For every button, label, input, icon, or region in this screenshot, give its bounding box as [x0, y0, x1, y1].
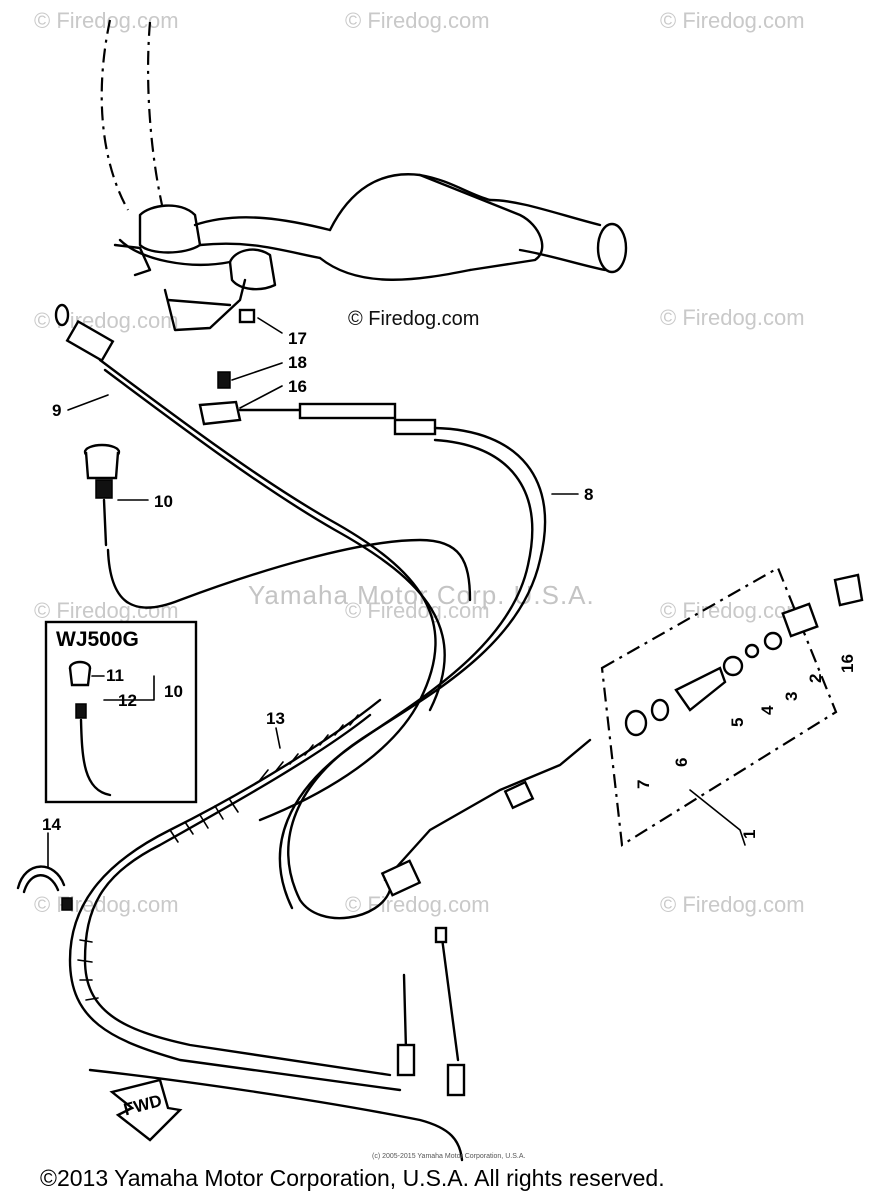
callout-9: 9	[52, 401, 61, 420]
starter-knob-cable	[83, 443, 472, 609]
callout-6: 6	[672, 758, 691, 767]
callout-14: 14	[42, 815, 61, 834]
firedog-watermark: © Firedog.com	[345, 892, 490, 917]
throttle-parts-group	[380, 566, 864, 897]
leader-lines	[67, 394, 579, 749]
cable-wrap	[68, 698, 464, 1162]
copyright-line: ©2013 Yamaha Motor Corporation, U.S.A. A…	[40, 1165, 665, 1191]
inset-callout-12: 12	[118, 691, 137, 710]
firedog-watermark: © Firedog.com	[660, 892, 805, 917]
small-copyright-notice: (c) 2005-2015 Yamaha Motor Corporation, …	[372, 1153, 525, 1160]
callout-2: 2	[806, 674, 825, 683]
firedog-watermark: © Firedog.com	[660, 8, 805, 33]
firedog-watermark: © Firedog.com	[345, 8, 490, 33]
inset-frame	[44, 620, 198, 804]
handlebar-illustration	[100, 19, 628, 332]
firedog-watermark: © Firedog.com	[34, 598, 179, 623]
firedog-watermark: © Firedog.com	[34, 892, 179, 917]
firedog-watermark: © Firedog.com	[34, 8, 179, 33]
callout-7: 7	[634, 780, 653, 789]
firedog-center-mark: © Firedog.com	[348, 308, 479, 330]
cable-adjuster-part-16	[198, 400, 242, 426]
callout-8: 8	[584, 485, 593, 504]
watermarks: © Firedog.com © Firedog.com © Firedog.co…	[34, 8, 805, 917]
callout-3: 3	[782, 692, 801, 701]
callout-16-right: 16	[838, 654, 857, 673]
choke-cable	[54, 303, 446, 822]
small-fittings	[217, 308, 283, 409]
cable-ends	[396, 926, 466, 1097]
callout-13: 13	[266, 709, 285, 728]
fwd-arrow: FWD	[109, 1078, 183, 1142]
callout-16: 16	[288, 377, 307, 396]
callout-10: 10	[154, 492, 173, 511]
firedog-watermark: © Firedog.com	[660, 305, 805, 330]
inset-wj500g: WJ500G 11 12 10	[44, 620, 198, 804]
callout-17: 17	[288, 329, 307, 348]
inset-callout-10: 10	[164, 682, 183, 701]
inset-title: WJ500G	[56, 628, 139, 651]
callout-1: 1	[740, 830, 759, 839]
callout-18: 18	[288, 353, 307, 372]
inset-callout-11: 11	[106, 666, 124, 685]
footer: (c) 2005-2015 Yamaha Motor Corporation, …	[40, 1153, 665, 1191]
throttle-cable	[198, 400, 547, 920]
firedog-watermark: © Firedog.com	[660, 598, 805, 623]
callout-5: 5	[728, 718, 747, 727]
callout-numbers: 17 18 16 9 10 8 13 14 16 2 3 4 5 6 7 1	[42, 329, 857, 839]
firedog-watermark: © Firedog.com	[345, 598, 490, 623]
clip-part-14	[16, 832, 73, 911]
callout-4: 4	[758, 705, 777, 715]
